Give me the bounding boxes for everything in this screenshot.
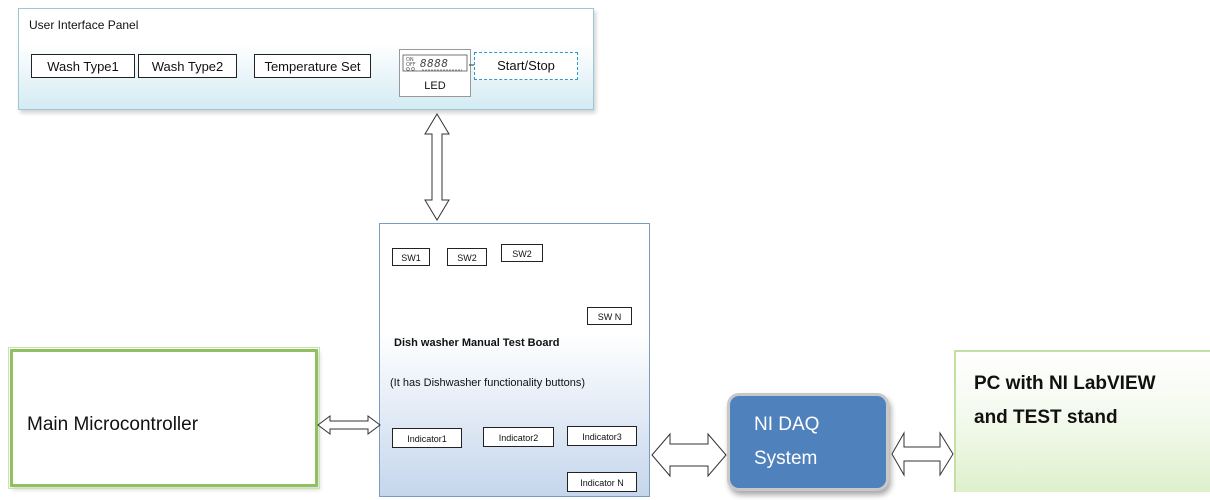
panel-title: User Interface Panel <box>29 18 139 32</box>
svg-text:OFF: OFF <box>406 62 416 68</box>
daq-label-line1: NI DAQ <box>754 414 820 435</box>
switch-sw2: SW2 <box>447 248 487 266</box>
pc-label-line2: and TEST stand <box>974 407 1118 428</box>
switch-sw1: SW1 <box>392 248 430 266</box>
wash-type1-button: Wash Type1 <box>31 54 135 78</box>
indicator-1: Indicator1 <box>392 428 462 448</box>
ni-daq-system-box: NI DAQ System <box>727 393 889 491</box>
svg-text:ON: ON <box>406 57 414 63</box>
led-display-icon: ON OFF 8888 <box>402 54 468 72</box>
daq-pc-arrow <box>891 431 954 477</box>
microcontroller-label: Main Microcontroller <box>27 414 199 435</box>
panel-board-arrow <box>424 113 450 221</box>
mc-board-arrow <box>317 415 381 435</box>
board-title: Dish washer Manual Test Board <box>394 337 560 349</box>
indicator-3: Indicator3 <box>567 426 637 446</box>
indicator-n: Indicator N <box>567 472 637 492</box>
switch-sw2-alt: SW2 <box>501 244 543 262</box>
pc-label-line1: PC with NI LabVIEW <box>974 373 1156 394</box>
board-description: (It has Dishwasher functionality buttons… <box>390 377 586 389</box>
indicator-2: Indicator2 <box>483 427 554 447</box>
board-daq-arrow <box>651 432 727 478</box>
wash-type2-button: Wash Type2 <box>138 54 237 78</box>
main-microcontroller-box: Main Microcontroller <box>8 347 320 489</box>
led-label: LED <box>424 80 446 92</box>
user-interface-panel: User Interface Panel Wash Type1 Wash Typ… <box>18 8 594 110</box>
switch-swn: SW N <box>587 307 632 325</box>
svg-text:8888: 8888 <box>420 57 449 70</box>
temperature-set-button: Temperature Set <box>254 54 371 78</box>
daq-label-line2: System <box>754 448 818 469</box>
led-display: ON OFF 8888 LED <box>399 49 471 97</box>
start-stop-button: Start/Stop <box>474 52 578 80</box>
test-board: SW1 SW2 SW2 SW N Dish washer Manual Test… <box>379 223 650 497</box>
pc-labview-box: PC with NI LabVIEW and TEST stand <box>954 350 1210 492</box>
